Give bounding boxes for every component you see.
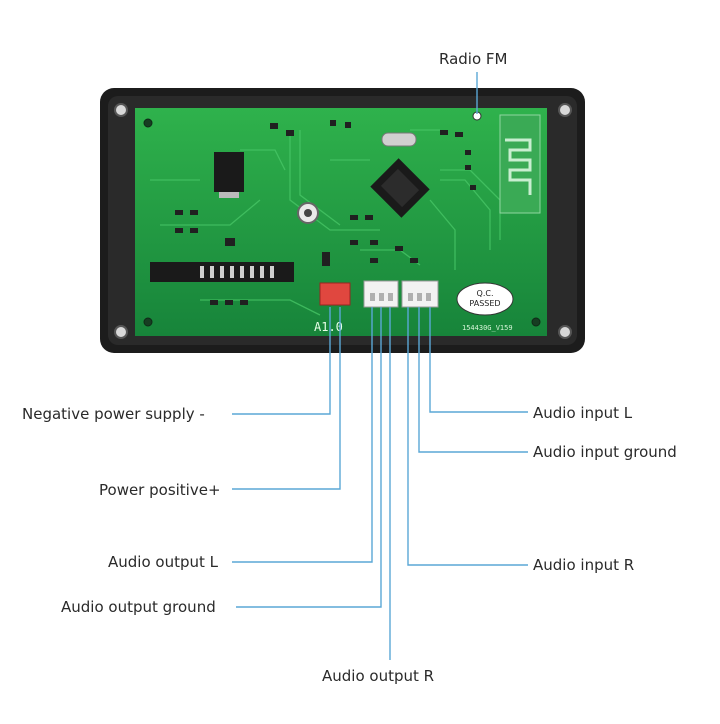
qc-passed-sticker — [456, 282, 514, 316]
label-audio-input-r: Audio input R — [533, 556, 635, 574]
label-negative-power-supply: Negative power supply - — [22, 405, 205, 423]
qc-line2: PASSED — [469, 299, 500, 308]
smd-components — [175, 120, 476, 305]
label-audio-output-l: Audio output L — [108, 553, 219, 571]
qc-line1: Q.C. — [477, 289, 494, 298]
label-power-positive: Power positive+ — [99, 481, 221, 499]
label-audio-output-ground: Audio output ground — [61, 598, 216, 616]
power-connector — [319, 282, 351, 306]
antenna-module — [499, 114, 541, 214]
label-radio-fm: Radio FM — [439, 50, 508, 68]
voltage-regulator — [214, 152, 244, 192]
label-audio-input-ground: Audio input ground — [533, 443, 677, 461]
crystal-oscillator — [381, 132, 417, 147]
mounting-holes — [114, 103, 572, 339]
label-audio-output-r: Audio output R — [322, 667, 435, 685]
label-audio-input-l: Audio input L — [533, 404, 633, 422]
leader-lines — [232, 72, 528, 660]
pcb-code: 154430G_V159 — [462, 324, 513, 332]
pin-header — [150, 262, 294, 282]
silkscreen-model: A1.0 — [314, 320, 343, 334]
